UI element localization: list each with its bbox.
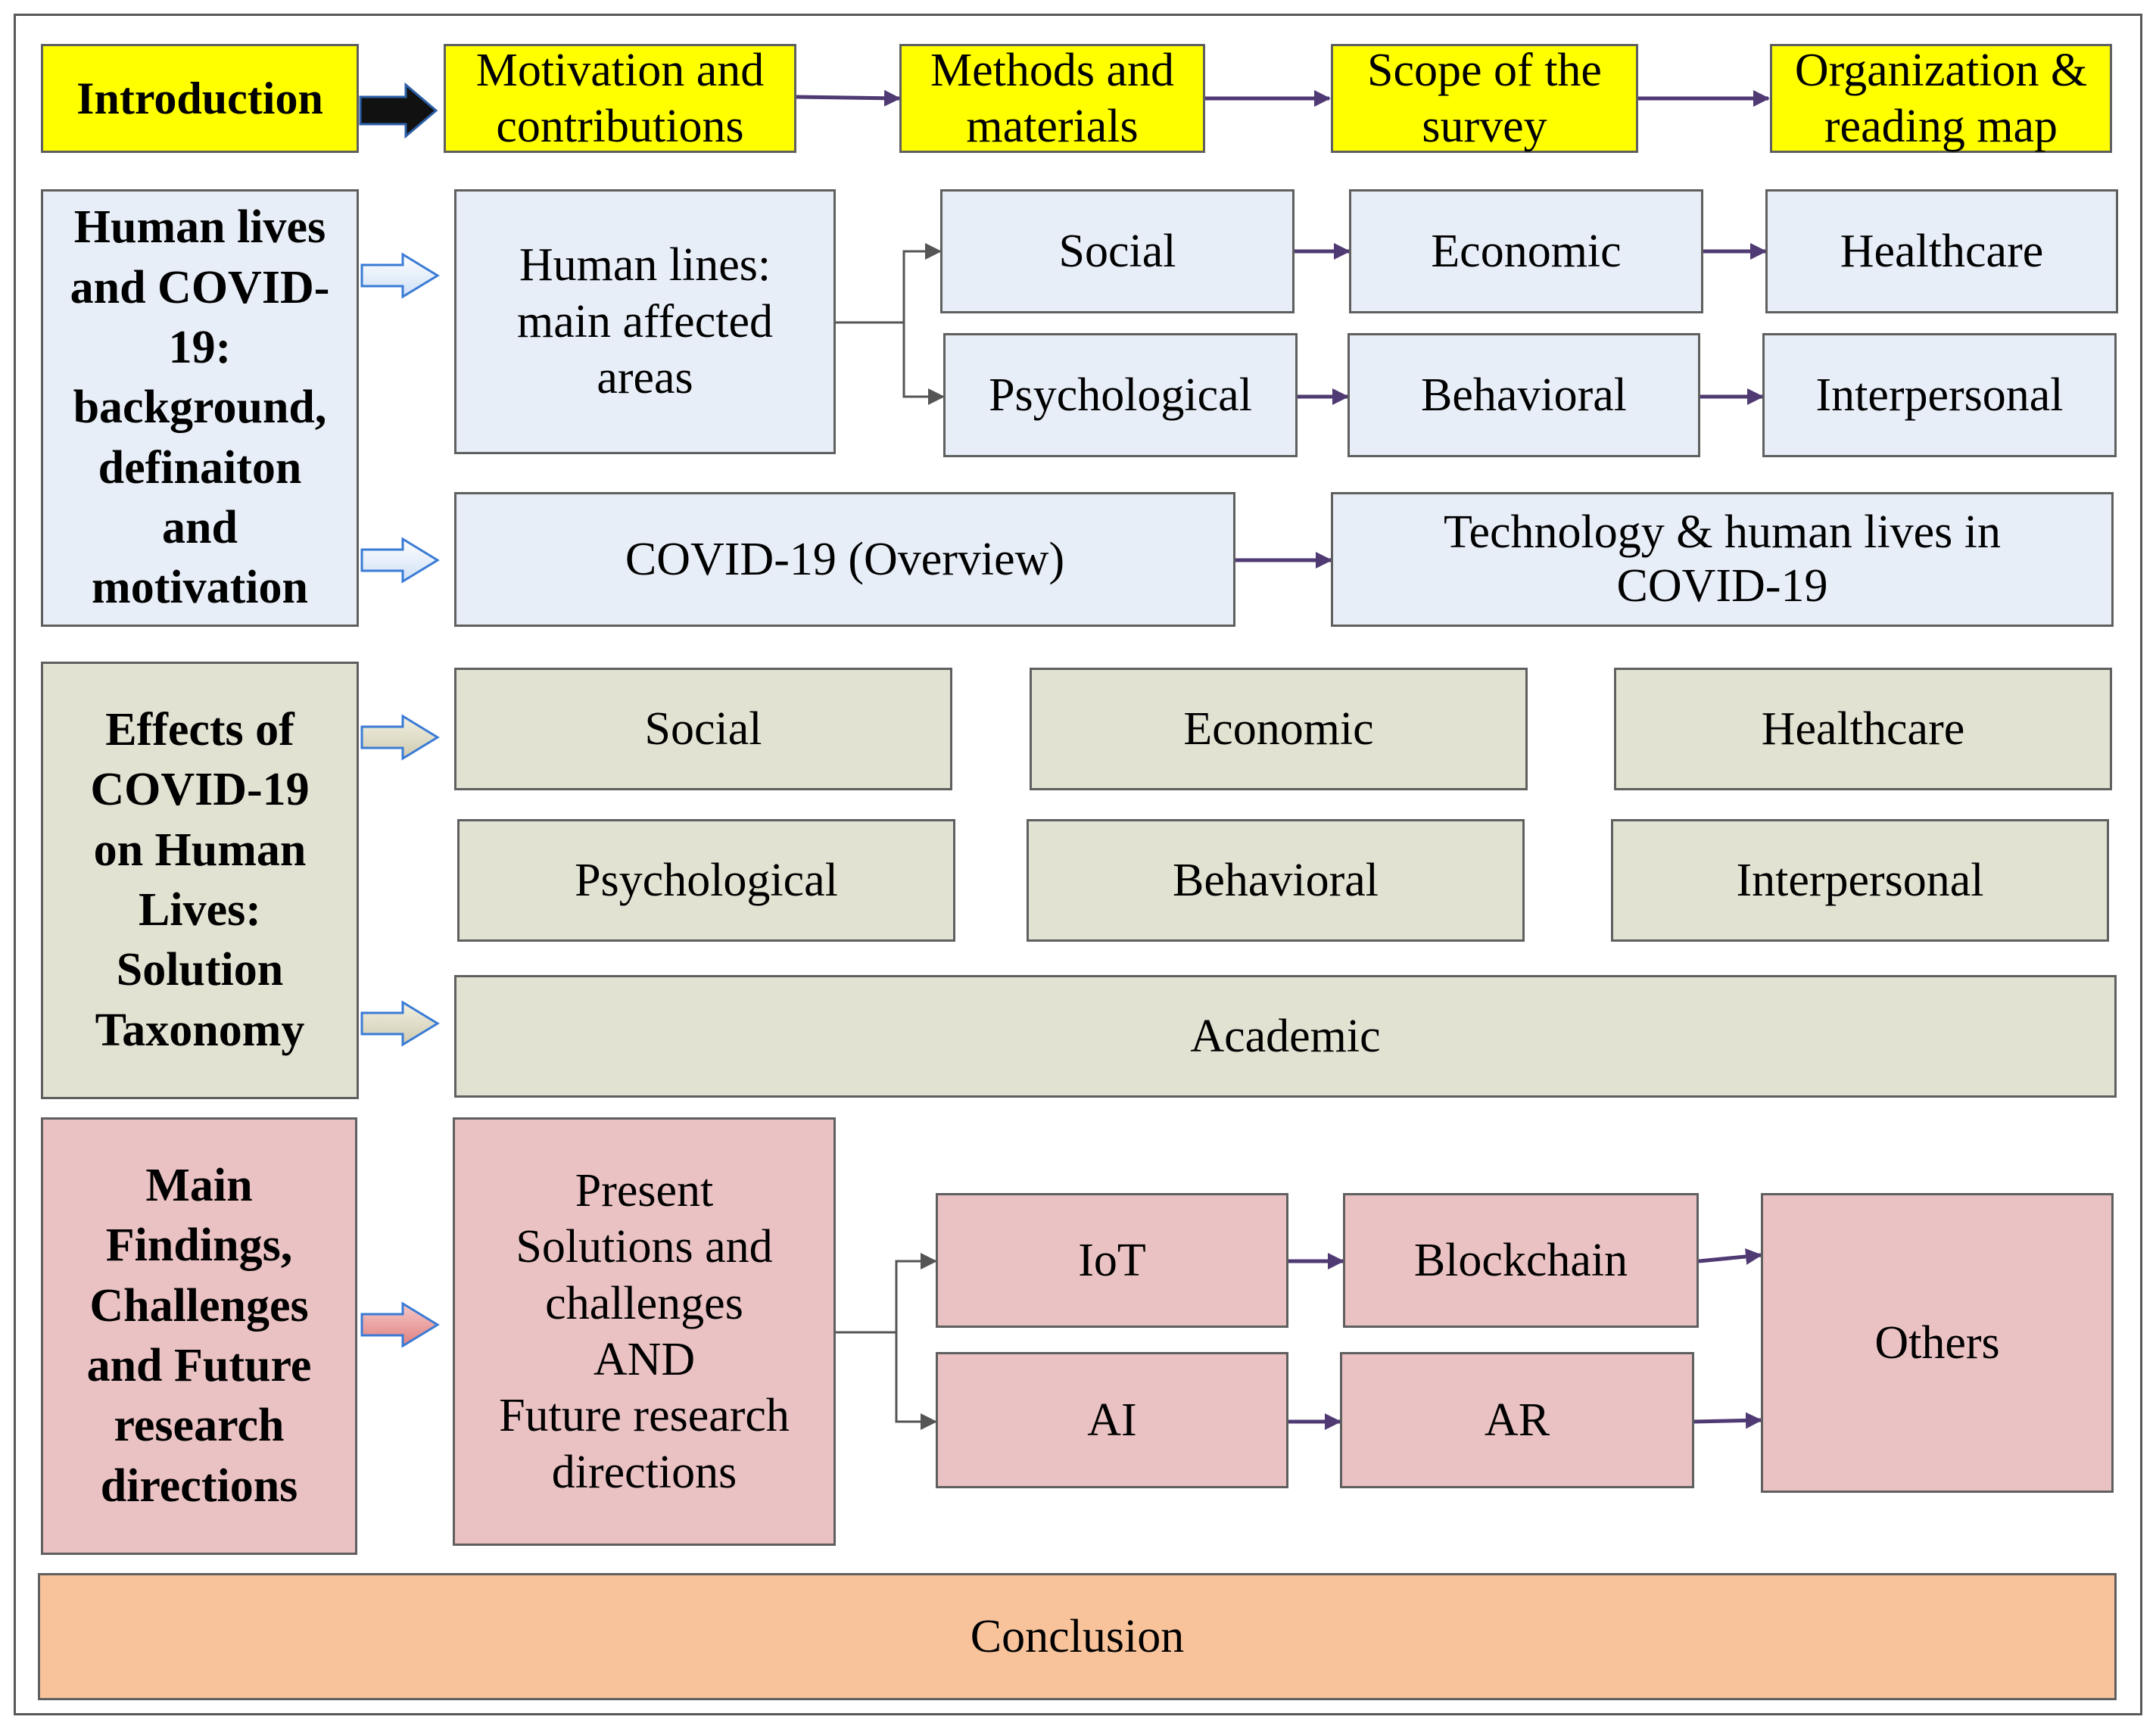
hl-behavioral-box: Behavioral — [1348, 333, 1700, 457]
intro-motivation-box: Motivation and contributions — [444, 44, 796, 153]
hl-economic-box: Economic — [1349, 189, 1703, 313]
effects-academic-box: Academic — [454, 975, 2117, 1098]
intro-arrow — [359, 82, 438, 139]
findings-others-box: Others — [1761, 1193, 2114, 1493]
human-lives-arrow-1 — [360, 252, 440, 299]
hl-healthcare-box: Healthcare — [1765, 189, 2118, 313]
hl-psychological-box: Psychological — [943, 333, 1298, 457]
intro-organization-box: Organization & reading map — [1770, 44, 2112, 153]
intro-scope-box: Scope of the survey — [1331, 44, 1638, 153]
human-lives-section-label: Human lives and COVID- 19: background, d… — [41, 189, 359, 627]
affected-areas-branch-2 — [902, 322, 945, 405]
findings-ar-box: AR — [1340, 1352, 1694, 1488]
effects-behavioral-box: Behavioral — [1027, 819, 1525, 942]
hl-social-box: Social — [940, 189, 1295, 313]
effects-economic-box: Economic — [1030, 668, 1528, 790]
findings-blockchain-box: Blockchain — [1343, 1193, 1699, 1328]
outer-frame — [14, 14, 2142, 1715]
covid-overview-box: COVID-19 (Overview) — [454, 492, 1235, 627]
conclusion-box: Conclusion — [38, 1573, 2117, 1700]
introduction-label: Introduction — [41, 44, 359, 153]
present-branch — [836, 1253, 937, 1334]
effects-healthcare-box: Healthcare — [1614, 668, 2112, 790]
findings-connector-blockchain-others — [1698, 1248, 1762, 1265]
findings-connector-ar-others — [1693, 1412, 1762, 1429]
technology-human-lives-box: Technology & human lives in COVID-19 — [1331, 492, 2114, 627]
findings-section-label: Main Findings, Challenges and Future res… — [41, 1117, 357, 1555]
present-solutions-box: Present Solutions and challenges AND Fut… — [453, 1117, 836, 1546]
intro-connector-1 — [796, 89, 901, 107]
findings-iot-box: IoT — [936, 1193, 1288, 1328]
human-lives-arrow-2 — [360, 537, 440, 584]
hl-interpersonal-box: Interpersonal — [1762, 333, 2117, 457]
effects-arrow-1 — [360, 714, 440, 761]
affected-areas-box: Human lines: main affected areas — [454, 189, 836, 454]
findings-ai-box: AI — [936, 1352, 1288, 1488]
effects-psychological-box: Psychological — [457, 819, 955, 942]
affected-areas-branch — [836, 243, 942, 324]
effects-arrow-2 — [360, 1000, 440, 1047]
effects-section-label: Effects of COVID-19 on Human Lives: Solu… — [41, 662, 359, 1099]
effects-social-box: Social — [454, 668, 952, 790]
effects-interpersonal-box: Interpersonal — [1611, 819, 2109, 942]
present-branch-2 — [895, 1332, 937, 1430]
findings-arrow — [360, 1301, 440, 1348]
intro-methods-box: Methods and materials — [899, 44, 1205, 153]
